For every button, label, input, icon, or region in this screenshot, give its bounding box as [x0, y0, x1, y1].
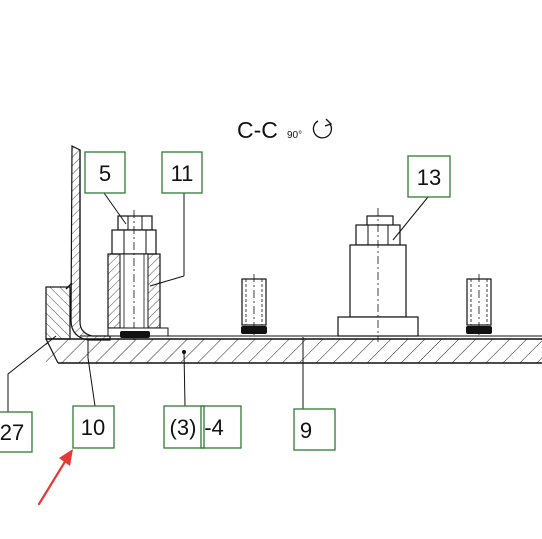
bolt-assembly-13 [337, 208, 419, 342]
pointer-arrow [37, 449, 73, 506]
stud-middle [241, 274, 267, 336]
svg-text:11: 11 [171, 161, 194, 186]
callout-11: 11 [161, 151, 203, 194]
svg-text:-4: -4 [204, 415, 224, 440]
part-27-block [45, 286, 71, 340]
svg-text:27: 27 [0, 420, 24, 445]
section-rotation: 90° [287, 130, 302, 141]
svg-text:(3): (3) [170, 415, 197, 440]
callout-10: 10 [72, 405, 115, 449]
callout-5: 5 [84, 151, 126, 194]
counterclockwise-rotation-icon [312, 118, 333, 139]
bolt-assembly-5-11 [107, 210, 169, 340]
svg-text:5: 5 [99, 161, 111, 186]
section-title: C-C [237, 117, 278, 143]
callout-3-4: (3) -4 [163, 405, 242, 449]
svg-text:10: 10 [81, 415, 105, 440]
base-plate [45, 335, 542, 364]
svg-text:9: 9 [300, 418, 312, 443]
callout-13: 13 [407, 155, 451, 198]
svg-text:13: 13 [417, 165, 441, 190]
leader-lines [7, 192, 429, 412]
stud-right [466, 274, 492, 336]
callout-27: 27 [0, 411, 33, 453]
callout-9: 9 [293, 408, 336, 451]
